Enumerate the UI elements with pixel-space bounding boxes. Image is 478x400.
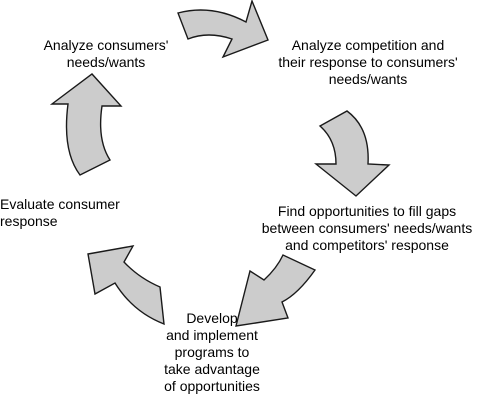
cycle-arrow-left: [87, 245, 165, 326]
step-develop-programs: Develop and implement programs to take a…: [142, 310, 282, 395]
step-analyze-needs: Analyze consumers' needs/wants: [26, 37, 186, 71]
step-analyze-competition-line-1: Analyze competition and: [291, 37, 445, 53]
step-analyze-competition-line-2: their response to consumers': [278, 54, 458, 70]
step-develop-programs-line-1: Develop: [186, 310, 238, 326]
step-analyze-competition-line-3: needs/wants: [328, 71, 408, 87]
step-find-opportunities-line-1: Find opportunities to fill gaps: [277, 203, 457, 219]
step-develop-programs-line-2: and implement: [166, 327, 258, 343]
cycle-arrow-right: [314, 110, 391, 197]
step-evaluate-response: Evaluate consumer response: [0, 196, 168, 230]
step-find-opportunities-line-3: and competitors' response: [285, 237, 449, 253]
step-analyze-needs-line-1: Analyze consumers': [43, 37, 169, 53]
cycle-arrow-top: [177, 0, 269, 59]
step-find-opportunities-line-2: between consumers' needs/wants: [261, 220, 473, 236]
step-develop-programs-line-3: programs to: [174, 344, 250, 360]
step-evaluate-response-line-1: Evaluate consumer: [0, 196, 120, 212]
step-develop-programs-line-5: of opportunities: [164, 378, 260, 394]
cycle-arrow-bottom: [235, 254, 317, 327]
step-analyze-competition: Analyze competition and their response t…: [258, 37, 478, 88]
step-evaluate-response-line-2: response: [0, 213, 58, 229]
step-develop-programs-line-4: take advantage: [164, 361, 260, 377]
cycle-arrow-upper-left: [49, 73, 123, 176]
step-analyze-needs-line-2: needs/wants: [66, 54, 146, 70]
step-find-opportunities: Find opportunities to fill gaps between …: [256, 203, 478, 254]
